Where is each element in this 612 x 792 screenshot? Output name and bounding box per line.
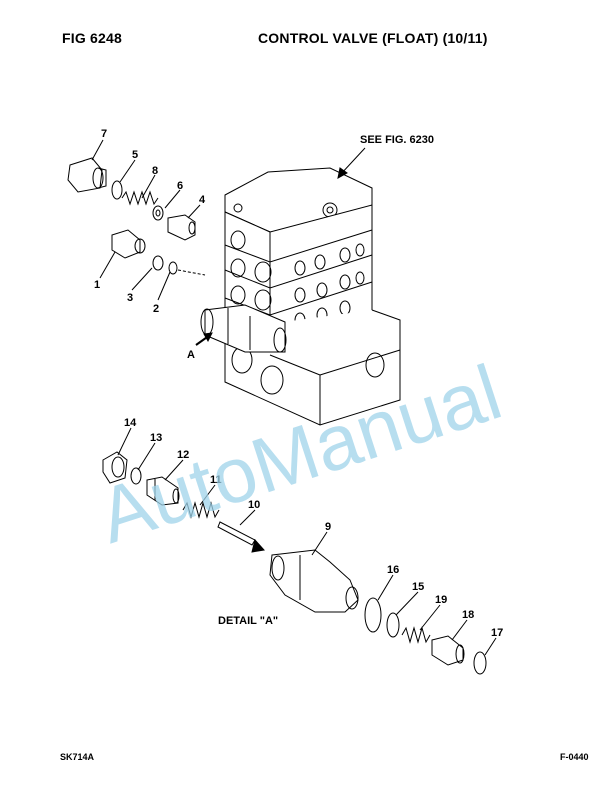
callout-8: 8	[152, 165, 158, 177]
view-a-label: A	[187, 349, 195, 361]
o-ring-5	[111, 180, 123, 200]
callout-3: 3	[127, 292, 133, 304]
callout-18: 18	[462, 609, 474, 621]
callout-11: 11	[210, 474, 222, 486]
spool-9	[269, 549, 359, 613]
see-fig-label: SEE FIG. 6230	[360, 134, 434, 146]
cap-12	[146, 476, 180, 506]
o-ring-13	[130, 467, 142, 485]
callout-19: 19	[435, 594, 447, 606]
detail-a-label: DETAIL "A"	[218, 615, 278, 627]
backup-ring-3	[152, 255, 164, 271]
callout-14: 14	[124, 417, 137, 429]
callout-6: 6	[177, 180, 183, 192]
rod-10	[217, 521, 265, 553]
o-ring-16	[364, 597, 382, 633]
figure-title: CONTROL VALVE (FLOAT) (10/11)	[258, 30, 488, 46]
nut-14	[102, 451, 128, 484]
plug-18	[431, 635, 465, 666]
backup-ring-15	[386, 612, 400, 638]
view-a-arrow	[203, 332, 213, 343]
callout-16: 16	[387, 564, 399, 576]
footer-right-code: F-0440	[560, 752, 589, 762]
callout-2: 2	[153, 303, 159, 315]
callout-17: 17	[491, 627, 503, 639]
callout-5: 5	[132, 149, 138, 161]
figure-number: FIG 6248	[62, 30, 122, 46]
callout-10: 10	[248, 499, 260, 511]
footer-left-code: SK714A	[60, 752, 95, 762]
spring-19	[401, 626, 431, 644]
callout-labels: 7 5 8 6 4 1 3 2 14 13 12 11 10 9 16 15 1…	[94, 128, 503, 639]
o-ring-2	[168, 261, 178, 275]
seat-6	[152, 205, 164, 221]
spring-8	[121, 190, 159, 206]
callout-15: 15	[412, 581, 424, 593]
float-spool-assembly	[200, 304, 287, 353]
callout-4: 4	[199, 194, 206, 206]
spring-11	[182, 501, 220, 519]
callout-13: 13	[150, 432, 162, 444]
callout-12: 12	[177, 449, 189, 461]
callout-1: 1	[94, 279, 100, 291]
plug-1	[111, 229, 146, 259]
snap-ring-17	[473, 651, 487, 675]
poppet-4	[167, 214, 196, 241]
plug-7	[67, 157, 107, 193]
callout-7: 7	[101, 128, 107, 140]
callout-9: 9	[325, 521, 331, 533]
